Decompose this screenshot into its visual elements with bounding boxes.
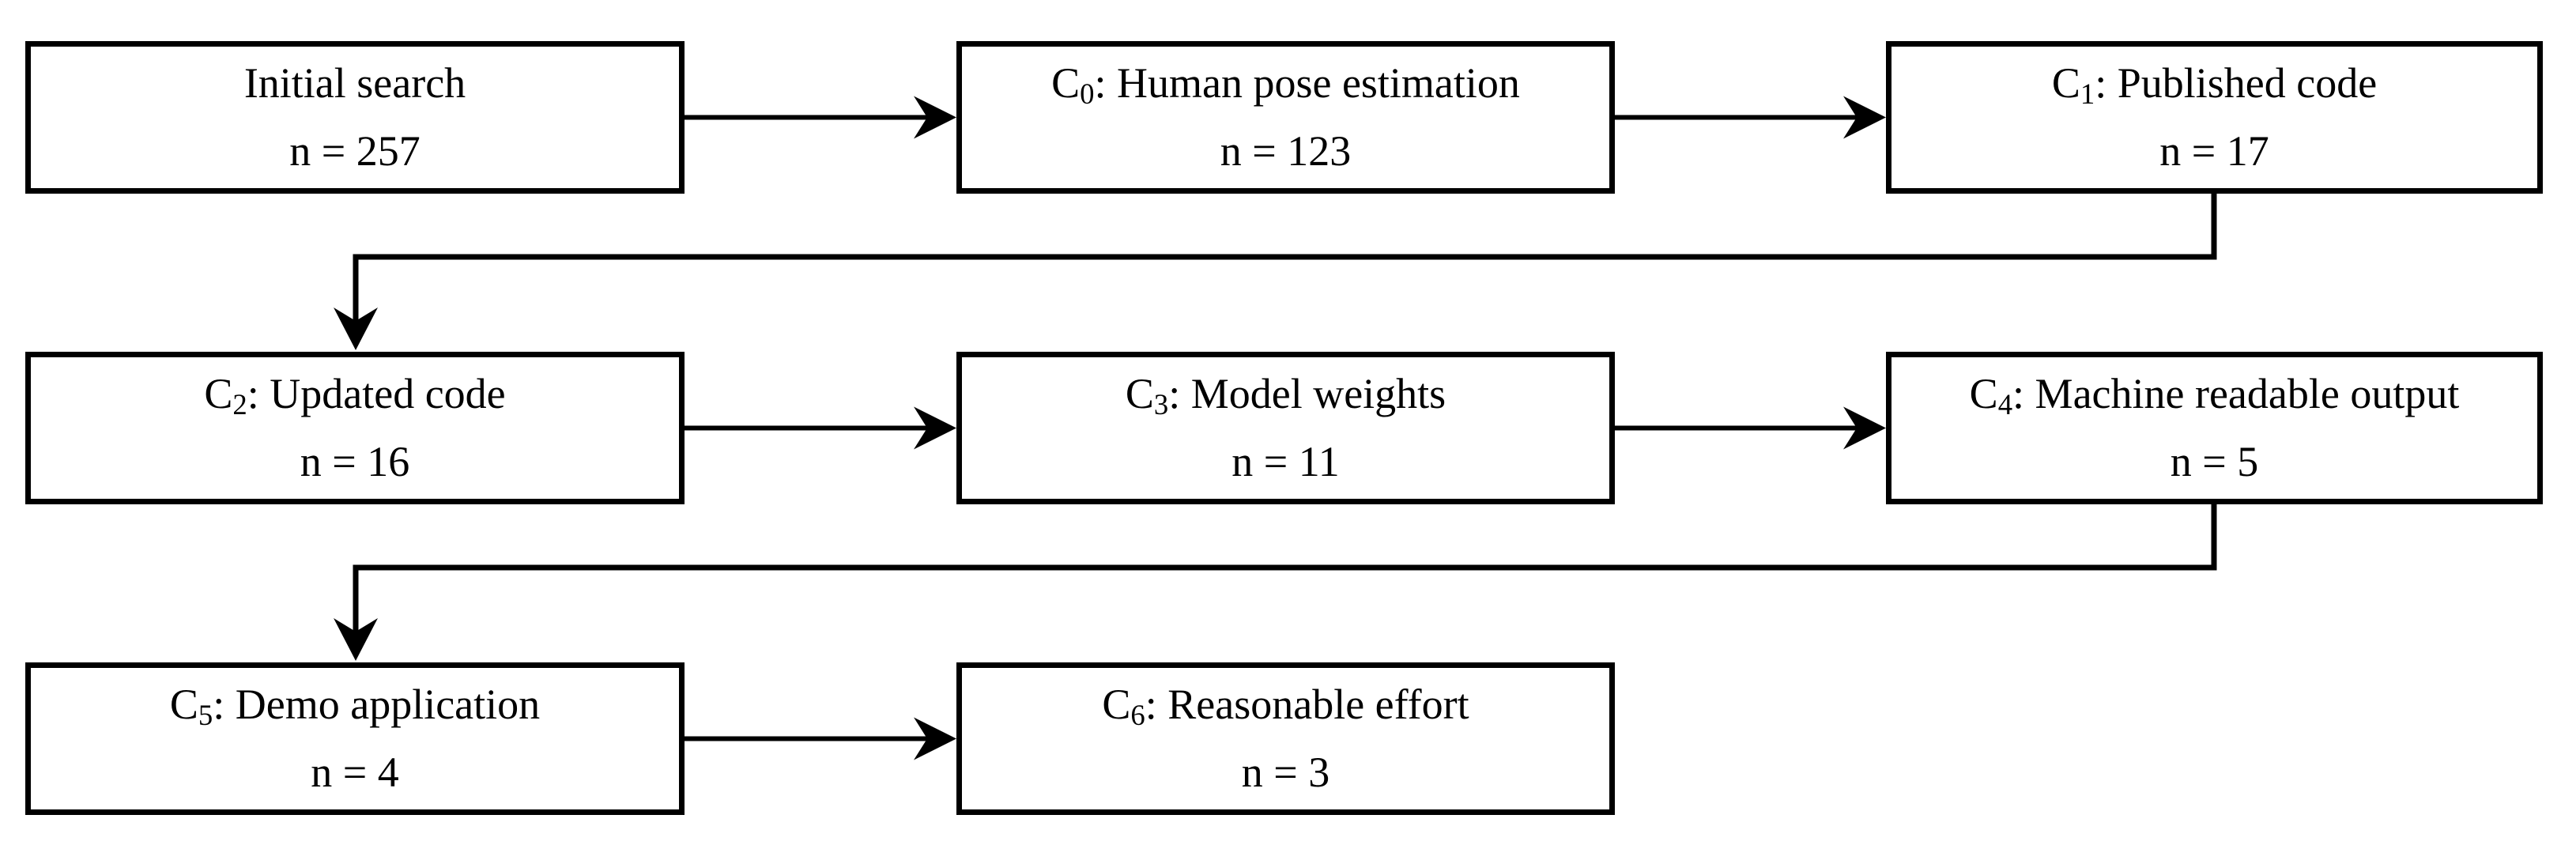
- node-count: n = 123: [1220, 126, 1352, 175]
- node-label-prefix: C: [1102, 681, 1131, 729]
- node-c1-published-code: C1: Published code n = 17: [1886, 41, 2543, 194]
- arrowhead-c0-to-c1: [1843, 96, 1886, 139]
- node-count: n = 16: [300, 437, 410, 485]
- node-c3-model-weights: C3: Model weights n = 11: [956, 352, 1615, 504]
- arrowhead-c2-to-c3: [914, 406, 956, 450]
- node-label: C0: Human pose estimation: [1051, 50, 1520, 117]
- node-label-prefix: C: [2051, 59, 2080, 108]
- node-label-rest: : Human pose estimation: [1094, 59, 1520, 108]
- node-count: n = 4: [311, 748, 399, 796]
- node-label-rest: : Reasonable effort: [1145, 681, 1469, 729]
- node-label-prefix: C: [1051, 59, 1081, 108]
- node-label: C2: Updated code: [204, 360, 505, 428]
- node-label: Initial search: [244, 50, 466, 117]
- node-label-subscript: 4: [1997, 388, 2013, 421]
- node-label-prefix: C: [1125, 370, 1154, 418]
- node-label-subscript: 5: [198, 699, 213, 732]
- node-label-rest: : Updated code: [247, 370, 506, 418]
- node-label-rest: : Demo application: [213, 681, 541, 729]
- node-c4-machine-readable-output: C4: Machine readable output n = 5: [1886, 352, 2543, 504]
- node-label-subscript: 3: [1153, 388, 1169, 421]
- arrowhead-c5-to-c6: [914, 717, 956, 760]
- node-c0-human-pose-estimation: C0: Human pose estimation n = 123: [956, 41, 1615, 194]
- arrowhead-initial-to-c0: [914, 96, 956, 139]
- node-label-subscript: 6: [1130, 699, 1145, 732]
- node-c5-demo-application: C5: Demo application n = 4: [25, 662, 685, 815]
- node-label-prefix: Initial search: [243, 59, 466, 108]
- node-label: C3: Model weights: [1126, 360, 1446, 428]
- node-label: C4: Machine readable output: [1970, 360, 2460, 428]
- node-initial-search: Initial search n = 257: [25, 41, 685, 194]
- node-count: n = 11: [1231, 437, 1340, 485]
- arrowhead-c4-to-c5: [334, 618, 378, 661]
- node-label: C6: Reasonable effort: [1102, 671, 1469, 738]
- node-label-rest: : Published code: [2095, 59, 2378, 108]
- node-label: C1: Published code: [2052, 50, 2377, 117]
- node-label-rest: : Model weights: [1168, 370, 1446, 418]
- arrowhead-c3-to-c4: [1843, 406, 1886, 450]
- node-count: n = 17: [2159, 126, 2269, 175]
- node-count: n = 257: [289, 126, 421, 175]
- arrow-line-c1-to-c2: [353, 194, 2217, 326]
- node-label-prefix: C: [204, 370, 233, 418]
- node-label: C5: Demo application: [170, 671, 540, 738]
- arrow-line-c4-to-c5: [353, 504, 2217, 636]
- node-label-subscript: 0: [1080, 77, 1095, 111]
- arrowhead-c1-to-c2: [334, 307, 378, 350]
- node-label-rest: : Machine readable output: [2012, 370, 2460, 418]
- node-label-prefix: C: [169, 681, 198, 729]
- node-c6-reasonable-effort: C6: Reasonable effort n = 3: [956, 662, 1615, 815]
- node-count: n = 5: [2170, 437, 2259, 485]
- node-label-subscript: 2: [232, 388, 247, 421]
- node-label-subscript: 1: [2080, 77, 2095, 111]
- node-label-prefix: C: [1969, 370, 1998, 418]
- node-count: n = 3: [1241, 748, 1330, 796]
- node-c2-updated-code: C2: Updated code n = 16: [25, 352, 685, 504]
